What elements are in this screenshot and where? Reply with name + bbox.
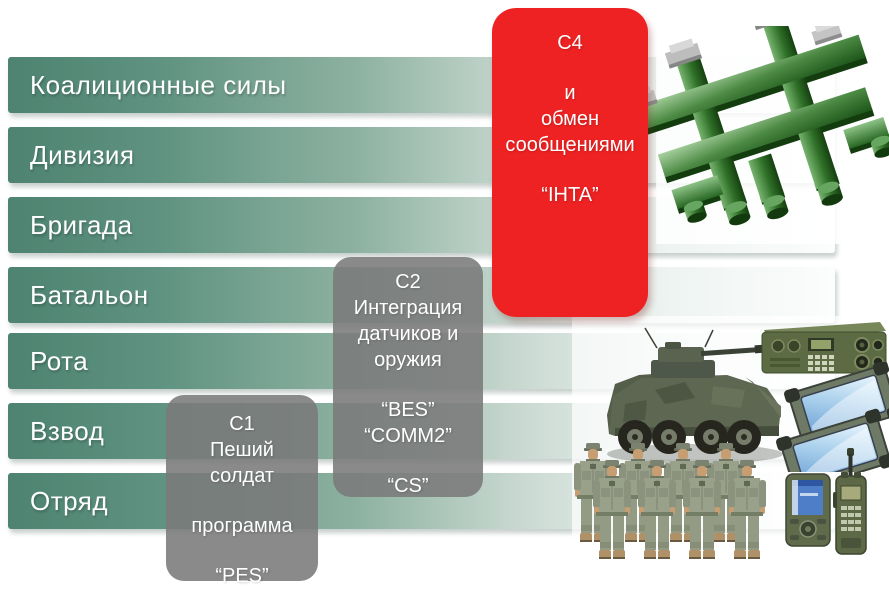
spacer [492, 56, 648, 80]
radio-knobs [770, 339, 801, 367]
radio-antenna [848, 454, 853, 478]
mesh-slab [761, 26, 840, 190]
mesh-cylinders [683, 135, 889, 226]
program-line: сообщениями [505, 134, 635, 156]
spacer [166, 489, 318, 513]
level-label: Отряд [30, 485, 109, 516]
program-line: обмен [540, 108, 600, 130]
level-label: Рота [30, 345, 89, 376]
program-line: Интеграция [353, 297, 463, 319]
radio-ptt-button [833, 492, 837, 508]
spacer [333, 373, 483, 397]
program-line: Пеший [210, 439, 274, 461]
program-line: “CS” [387, 475, 429, 497]
program-line: “IHTA” [541, 184, 599, 206]
spacer [166, 539, 318, 563]
program-line: “PES” [215, 565, 269, 587]
radio-lcd [840, 485, 862, 501]
program-code: C4 [557, 32, 583, 54]
pda-graphic [785, 473, 831, 547]
vehicle-turret [651, 360, 715, 378]
program-line: и [564, 82, 576, 104]
spacer [492, 158, 648, 182]
spacer [333, 449, 483, 473]
mesh-slab [646, 34, 866, 132]
network-mesh-graphic [646, 26, 889, 244]
program-line: солдат [209, 465, 275, 487]
program-line: “COMM2” [364, 425, 452, 447]
armored-vehicle-graphic [607, 327, 783, 464]
tablet [776, 408, 889, 472]
level-label: Коалиционные силы [30, 69, 287, 100]
program-box-c1: C1 Пеший солдат программа “PES” [166, 395, 318, 587]
military-radio-graphic [761, 322, 887, 374]
level-label: Бригада [30, 209, 133, 240]
level-label: Дивизия [30, 139, 135, 170]
mesh-slab [657, 87, 873, 178]
rugged-tablets-graphic [776, 362, 889, 472]
program-code: C1 [229, 413, 255, 435]
program-line: оружия [374, 349, 442, 371]
vehicle-antenna [644, 327, 658, 349]
handheld-radio-graphic [833, 448, 867, 555]
program-code: C2 [395, 271, 421, 293]
radio-keypad [808, 355, 834, 371]
level-label: Батальон [30, 279, 149, 310]
program-line: датчиков и [357, 323, 459, 345]
program-line: “BES” [381, 399, 435, 421]
vehicle-gun-barrel [700, 347, 760, 357]
mesh-gray-blocks [646, 26, 843, 112]
tablet-screen [792, 422, 879, 472]
program-line: программа [191, 515, 293, 537]
level-label: Взвод [30, 415, 105, 446]
soldiers-group-graphic [574, 443, 766, 559]
program-box-c2: C2 Интеграция датчиков и оружия “BES” “C… [333, 257, 483, 497]
program-box-c4: C4 и обмен сообщениями “IHTA” [492, 8, 648, 317]
radio-keypad [841, 506, 861, 531]
